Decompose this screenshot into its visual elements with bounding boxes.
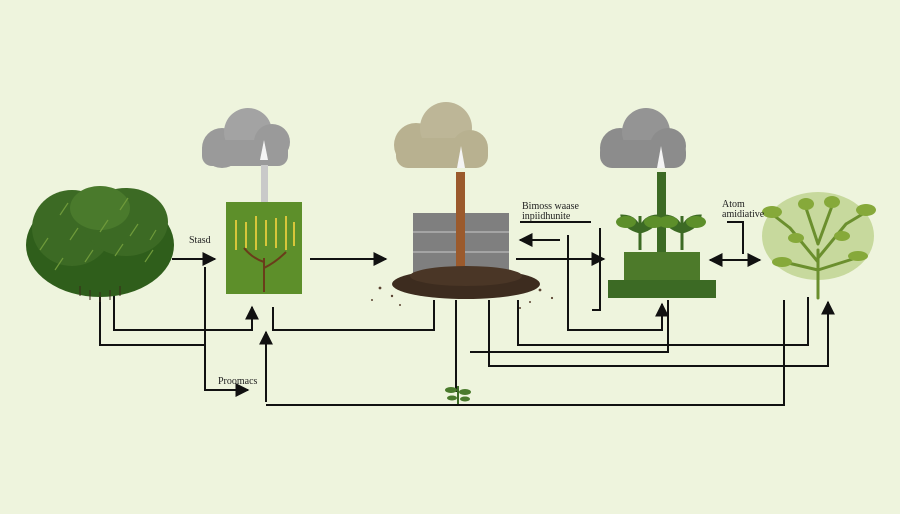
label-atom-line2: amidiative xyxy=(722,209,765,220)
plant-block-icon xyxy=(608,214,716,298)
label-biomass-line1: Bimoss waase xyxy=(522,201,579,212)
label-biomass-line2: inpiidhunite xyxy=(522,211,571,222)
sprout-icon xyxy=(445,386,471,404)
label-stage-1: Stasd xyxy=(189,235,211,246)
connector-lines xyxy=(99,221,835,406)
stage1-emission-cloud-icon xyxy=(202,108,290,168)
label-process: Proomacs xyxy=(218,376,258,387)
loop-plant-block-a xyxy=(567,235,669,331)
right-tree-icon xyxy=(762,192,876,300)
loop-stage1-soil xyxy=(272,300,435,331)
arrow-biomass-back xyxy=(520,221,601,311)
plant-block-cloud-icon xyxy=(600,108,686,168)
line-label-atom xyxy=(727,221,744,254)
soil-pile-icon xyxy=(371,266,554,309)
pipe-tip xyxy=(457,146,465,168)
loop-soil-plants-2 xyxy=(517,297,809,346)
loop-plant-block-b xyxy=(470,300,669,353)
label-atom-line1: Atom xyxy=(722,199,745,210)
loop-process-arrow xyxy=(204,345,250,397)
loop-main-bottom-line xyxy=(266,300,785,406)
plant-block-tip xyxy=(657,146,665,168)
soil-emission-cloud-icon xyxy=(394,102,488,168)
forest-tree-icon xyxy=(26,186,174,302)
loop-soil-plants xyxy=(488,300,835,367)
stage1-chimney-tip xyxy=(260,140,268,160)
loop-forest-process xyxy=(99,267,206,346)
loop-forest-stage1 xyxy=(113,290,259,331)
brown-pipe xyxy=(456,172,465,272)
stage1-panel xyxy=(226,202,302,294)
stage1-chimney xyxy=(261,165,268,203)
